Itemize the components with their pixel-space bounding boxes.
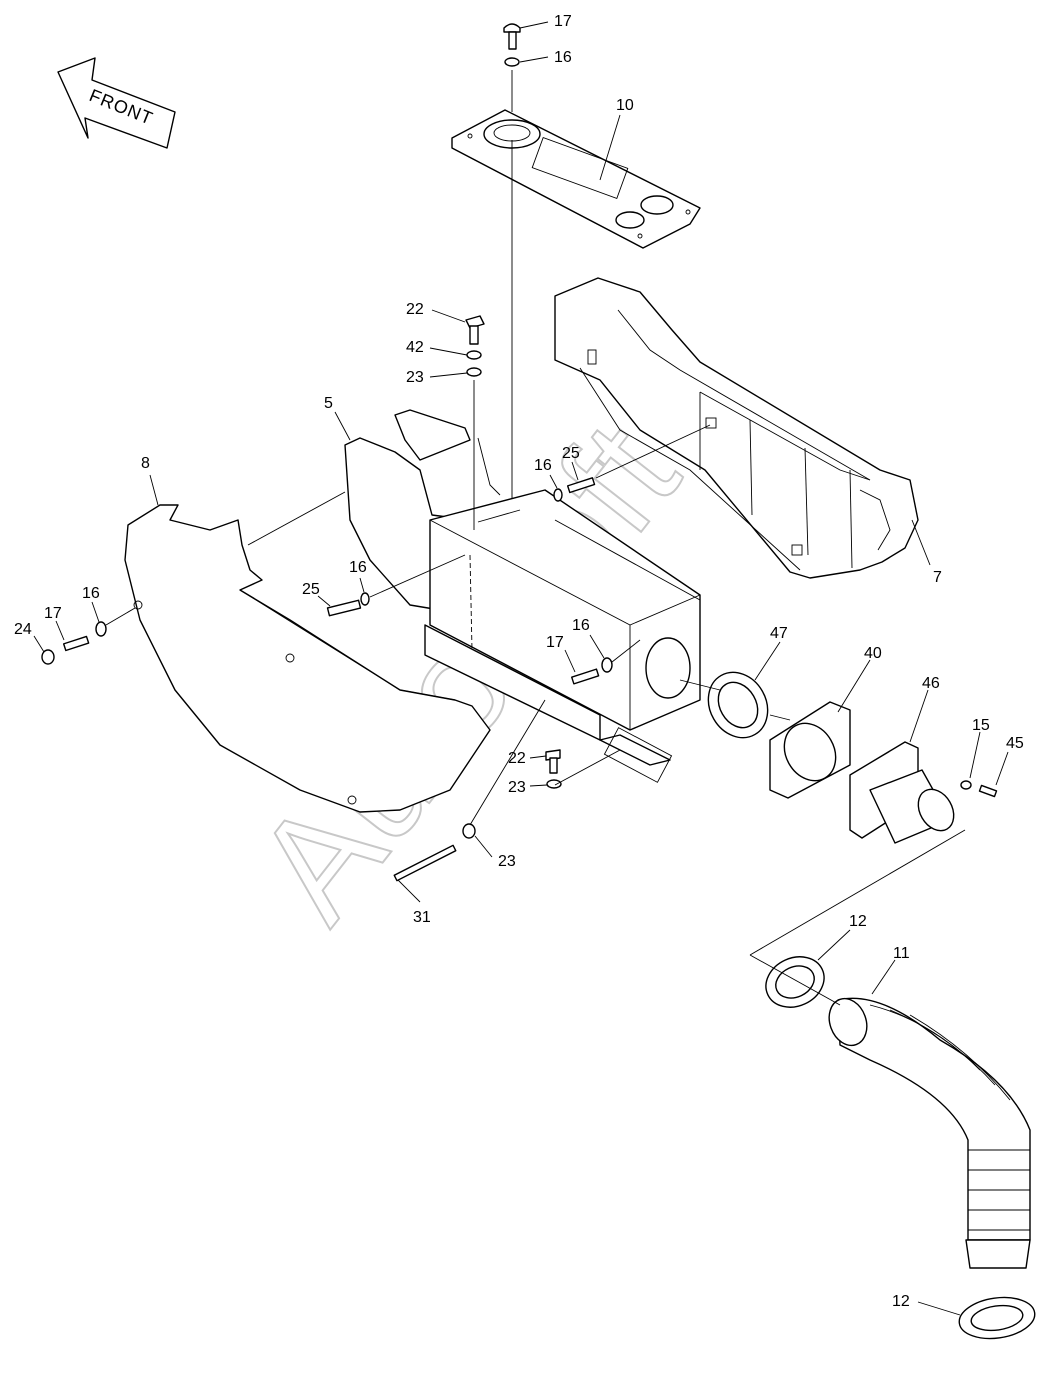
callout-17: 17 bbox=[554, 13, 572, 30]
hardware-group bbox=[41, 315, 711, 882]
callout-10: 10 bbox=[616, 97, 634, 114]
callout-16: 16 bbox=[572, 617, 590, 634]
leader-lines bbox=[33, 21, 1009, 1316]
part-right-housing bbox=[554, 277, 919, 579]
callout-16: 16 bbox=[554, 49, 572, 66]
callout-labels: 17 16 10 22 42 23 5 8 16 25 25 16 17 16 … bbox=[14, 13, 1024, 1310]
callout-22: 22 bbox=[508, 750, 526, 767]
part-top-plate bbox=[451, 109, 701, 249]
callout-11: 11 bbox=[893, 945, 910, 962]
callout-45: 45 bbox=[1006, 735, 1024, 752]
part-clamp-12-lower bbox=[958, 1296, 1036, 1340]
callout-31: 31 bbox=[413, 909, 431, 926]
part-adapter-46 bbox=[849, 741, 955, 844]
callout-23: 23 bbox=[508, 779, 526, 796]
callout-7: 7 bbox=[933, 569, 942, 586]
callout-46: 46 bbox=[922, 675, 940, 692]
part-gasket-40 bbox=[769, 701, 851, 799]
part-clamp-47 bbox=[707, 671, 769, 739]
callout-17: 17 bbox=[44, 605, 62, 622]
front-direction-arrow: FRONT bbox=[57, 57, 176, 149]
callout-42: 42 bbox=[406, 339, 424, 356]
callout-15: 15 bbox=[972, 717, 990, 734]
callout-47: 47 bbox=[770, 625, 788, 642]
callout-12: 12 bbox=[849, 913, 867, 930]
callout-16: 16 bbox=[349, 559, 367, 576]
callout-25: 25 bbox=[562, 445, 580, 462]
callout-16: 16 bbox=[534, 457, 552, 474]
callout-24: 24 bbox=[14, 621, 32, 638]
part-clamp-12-upper bbox=[765, 956, 825, 1008]
callout-23: 23 bbox=[406, 369, 424, 386]
callout-23: 23 bbox=[498, 853, 516, 870]
callout-5: 5 bbox=[324, 395, 333, 412]
part-left-cover bbox=[124, 504, 491, 813]
callout-40: 40 bbox=[864, 645, 882, 662]
callout-16: 16 bbox=[82, 585, 100, 602]
callout-17: 17 bbox=[546, 634, 564, 651]
part-heater-box bbox=[424, 489, 701, 783]
part-bolt-15-45 bbox=[960, 780, 998, 798]
callout-25: 25 bbox=[302, 581, 320, 598]
callout-12: 12 bbox=[892, 1293, 910, 1310]
assembly-lines bbox=[247, 491, 966, 1006]
part-flex-hose-11 bbox=[828, 997, 1031, 1269]
top-bolt-and-washer bbox=[503, 23, 521, 500]
callout-22: 22 bbox=[406, 301, 424, 318]
callout-8: 8 bbox=[141, 455, 150, 472]
